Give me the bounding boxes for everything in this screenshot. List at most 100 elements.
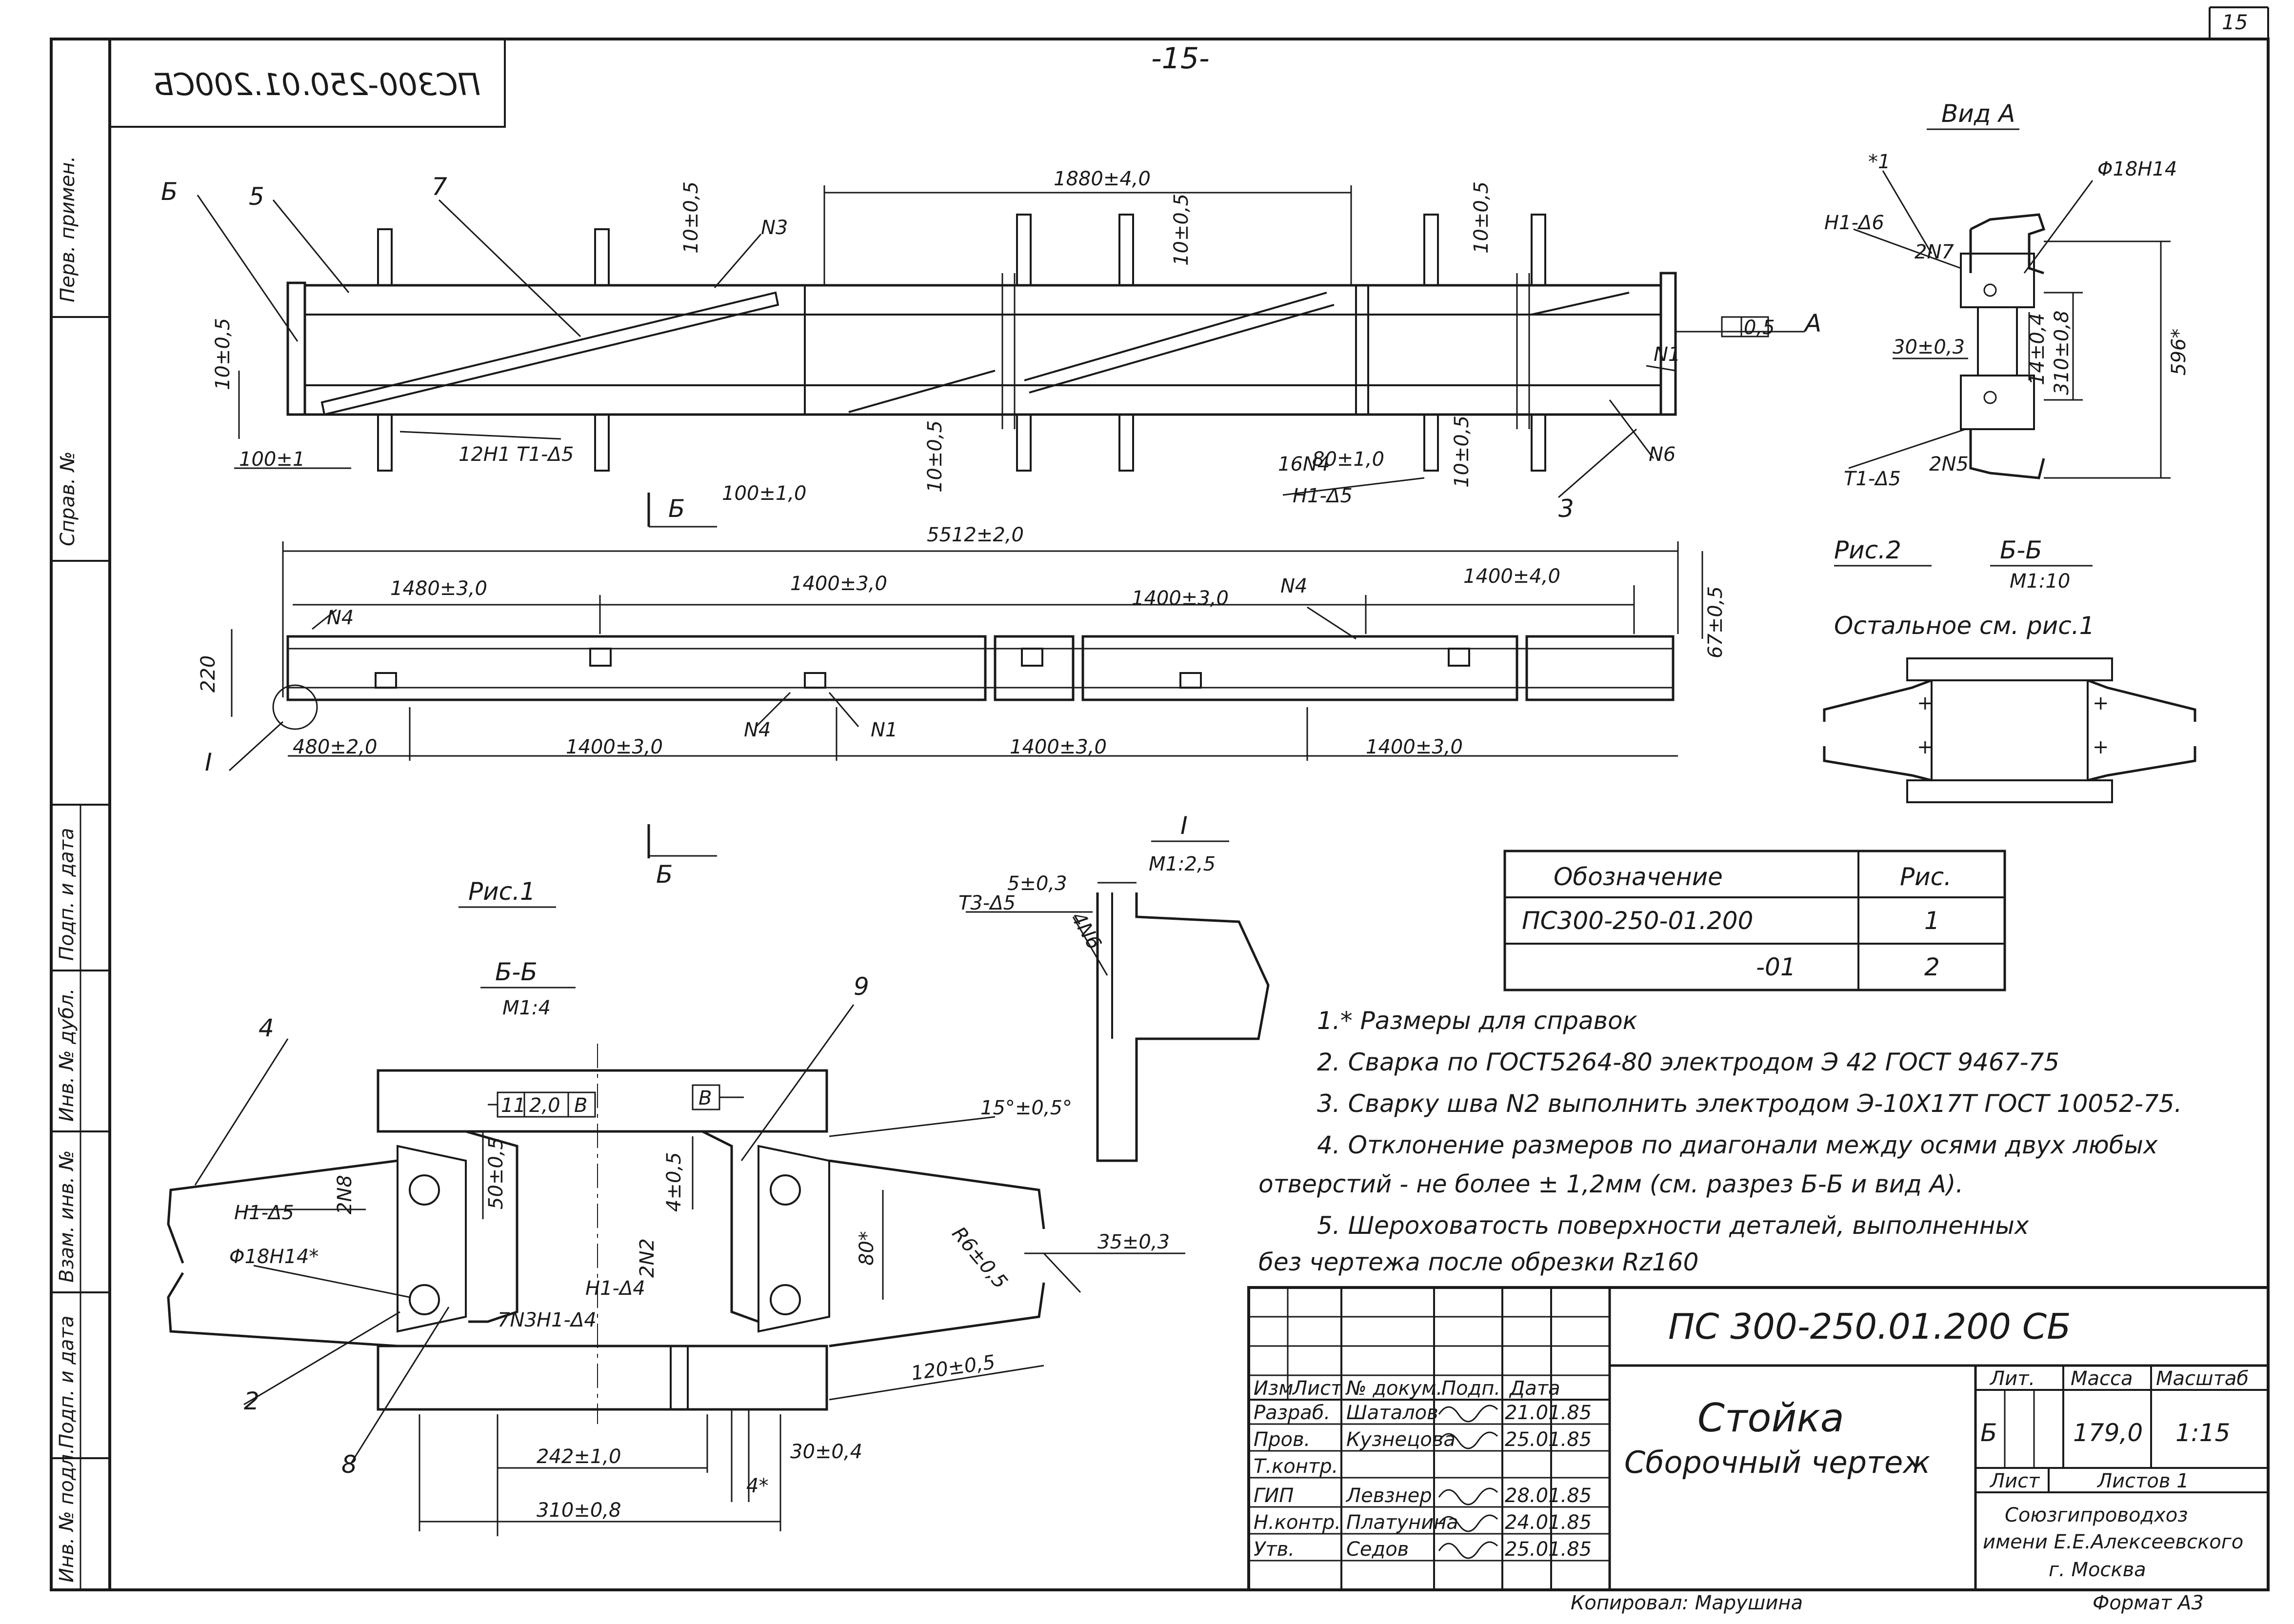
table-row1-designation: ПС300-250-01.200 xyxy=(1522,907,1753,935)
callout-b-top: Б xyxy=(161,178,178,206)
tb-format: Формат А3 xyxy=(2093,1592,2204,1614)
tb-role-6: Утв. xyxy=(1254,1538,1295,1561)
note-3: 3. Сварку шва N2 выполнить электродом Э-… xyxy=(1317,1089,2182,1118)
fig1-part-2: 2 xyxy=(244,1387,259,1415)
strip-podp-data: Подп. и дата xyxy=(56,828,78,961)
tb-date-6: 25.01.85 xyxy=(1505,1538,1592,1561)
dim-1400-c: 1400±4,0 xyxy=(1463,565,1560,588)
view-a-weld-top: H1-Δ6 xyxy=(1824,212,1884,234)
fig1-tol-c: В xyxy=(574,1094,587,1117)
title-name2: Сборочный чертеж xyxy=(1624,1445,1930,1480)
reference-table xyxy=(1503,850,2006,991)
mirrored-code: ПС300-250.01.200СБ xyxy=(153,67,480,102)
fig2-scale: М1:10 xyxy=(2010,570,2070,593)
title-name1: Стойка xyxy=(1697,1395,1844,1441)
callout-n1-bottom: N1 xyxy=(871,719,898,741)
dim-10-top2: 10±0,5 xyxy=(1170,194,1193,266)
tb-date-5: 24.01.85 xyxy=(1505,1511,1592,1534)
dim-480: 480±2,0 xyxy=(293,736,377,758)
tb-date-4: 28.01.85 xyxy=(1505,1485,1592,1507)
fig1-d4s: 4* xyxy=(746,1475,768,1497)
view-a-d310: 310±0,8 xyxy=(2051,311,2073,395)
fig1-weld4: H1-Δ4 xyxy=(537,1309,597,1331)
callout-n4-left: N4 xyxy=(327,607,354,629)
dim-10-bot2: 10±0,5 xyxy=(1451,416,1473,488)
fig1-part-9: 9 xyxy=(854,972,869,1001)
tb-col-izm: Изм xyxy=(1254,1377,1293,1400)
strip-perv-primen: Перв. примен. xyxy=(57,156,79,302)
tb-scale-label: Масштаб xyxy=(2156,1367,2249,1390)
callout-3: 3 xyxy=(1558,495,1574,523)
tb-sheets-label: Листов 1 xyxy=(2096,1470,2189,1492)
fig1-weld3: 7N3 xyxy=(498,1309,537,1331)
fig1-d15: 15°±0,5° xyxy=(980,1097,1072,1119)
fig1-d80: 80* xyxy=(856,1231,878,1266)
dim-5512: 5512±2,0 xyxy=(927,524,1024,546)
table-row2-designation: -01 xyxy=(1756,953,1796,981)
dim-10-top1: 10±0,5 xyxy=(680,181,702,254)
view-a-d14: 14±0,4 xyxy=(2026,313,2049,385)
section-mark-mid xyxy=(647,493,717,858)
fig1-d242: 242±1,0 xyxy=(537,1446,621,1468)
strip-inv-podl: Инв. № подл. xyxy=(56,1448,78,1583)
fig1-tol-b: 2,0 xyxy=(529,1094,560,1117)
callout-detail-i: I xyxy=(205,748,212,776)
view-a-title: Вид А xyxy=(1941,99,2015,128)
fig1-part-8: 8 xyxy=(341,1450,357,1479)
tb-name-6: Седов xyxy=(1346,1538,1409,1561)
fig2-section: Б-Б xyxy=(2000,536,2042,564)
detail-i-d5: 5±0,3 xyxy=(1007,872,1067,895)
sheet-number: 15 xyxy=(2222,10,2248,34)
fig1-d310: 310±0,8 xyxy=(537,1499,621,1522)
tb-name-1: Шаталов xyxy=(1346,1402,1438,1424)
callout-n4-right: N4 xyxy=(1280,575,1307,597)
tb-role-1: Разраб. xyxy=(1254,1402,1330,1424)
dim-10-left: 10±0,5 xyxy=(212,318,234,390)
fig2-section-view: + + + + xyxy=(1823,657,2196,803)
fig1-weld2: H1-Δ4 xyxy=(585,1277,645,1300)
tb-role-4: ГИП xyxy=(1254,1485,1294,1507)
fig1-tol-a: 11 xyxy=(501,1094,526,1117)
flatness-value: 0,5 xyxy=(1744,317,1775,339)
tb-lit-label: Лит. xyxy=(1989,1367,2035,1390)
fig1-weld-n2: 2N2 xyxy=(636,1238,658,1278)
section-b-mid: Б xyxy=(668,495,685,523)
tb-scale-value: 1:15 xyxy=(2175,1419,2230,1447)
tb-role-2: Пров. xyxy=(1254,1428,1310,1451)
view-a-n7: 2N7 xyxy=(1915,241,1954,263)
table-row1-fig: 1 xyxy=(1924,907,1940,935)
note-2: 2. Сварка по ГОСТ5264-80 электродом Э 42… xyxy=(1317,1048,2059,1076)
tb-lit-value: Б xyxy=(1980,1419,1997,1447)
tb-org-2: имени Е.Е.Алексеевского xyxy=(1983,1531,2243,1553)
dim-1400-b: 1400±3,0 xyxy=(1132,587,1229,610)
strip-vzam-inv: Взам. инв. № xyxy=(56,1150,78,1283)
detail-i-view xyxy=(966,882,1270,1162)
dim-100-mid: 100±1,0 xyxy=(722,482,806,505)
tb-col-date: Дата xyxy=(1509,1377,1560,1400)
svg-text:+: + xyxy=(2093,736,2109,758)
tb-date-1: 21.01.85 xyxy=(1505,1402,1592,1424)
view-arrow-a: А xyxy=(1803,309,1821,337)
svg-text:+: + xyxy=(2093,692,2109,714)
note-1: 1.* Размеры для справок xyxy=(1317,1007,1637,1035)
fig1-title: Рис.1 xyxy=(468,877,536,906)
fig2-title: Рис.2 xyxy=(1834,536,1901,564)
note-5: 5. Шероховатость поверхности деталей, вы… xyxy=(1317,1211,2029,1240)
callout-n3: N3 xyxy=(761,217,788,239)
dim-1400-d: 1400±3,0 xyxy=(566,736,663,758)
dim-10-bot1: 10±0,5 xyxy=(924,420,946,493)
fig1-scale: М1:4 xyxy=(502,997,551,1019)
tb-date-2: 25.01.85 xyxy=(1505,1428,1592,1451)
fig1-d50: 50±0,5 xyxy=(485,1137,507,1209)
tb-name-2: Кузнецова xyxy=(1346,1428,1456,1451)
title-block xyxy=(1247,1286,2270,1591)
tb-col-doc: № докум. xyxy=(1345,1377,1442,1400)
fig1-d35: 35±0,3 xyxy=(1097,1231,1170,1253)
note-5b: без чертежа после обрезки Rz160 xyxy=(1258,1248,1699,1276)
dim-67: 67±0,5 xyxy=(1704,586,1727,658)
fig1-weld-n8: 2N8 xyxy=(334,1175,356,1214)
weld-label-1: 12H1 T1-Δ5 xyxy=(459,443,574,466)
callout-n1: N1 xyxy=(1654,343,1680,366)
dim-100-left: 100±1 xyxy=(239,448,305,471)
dim-80: 80±1,0 xyxy=(1312,448,1384,471)
